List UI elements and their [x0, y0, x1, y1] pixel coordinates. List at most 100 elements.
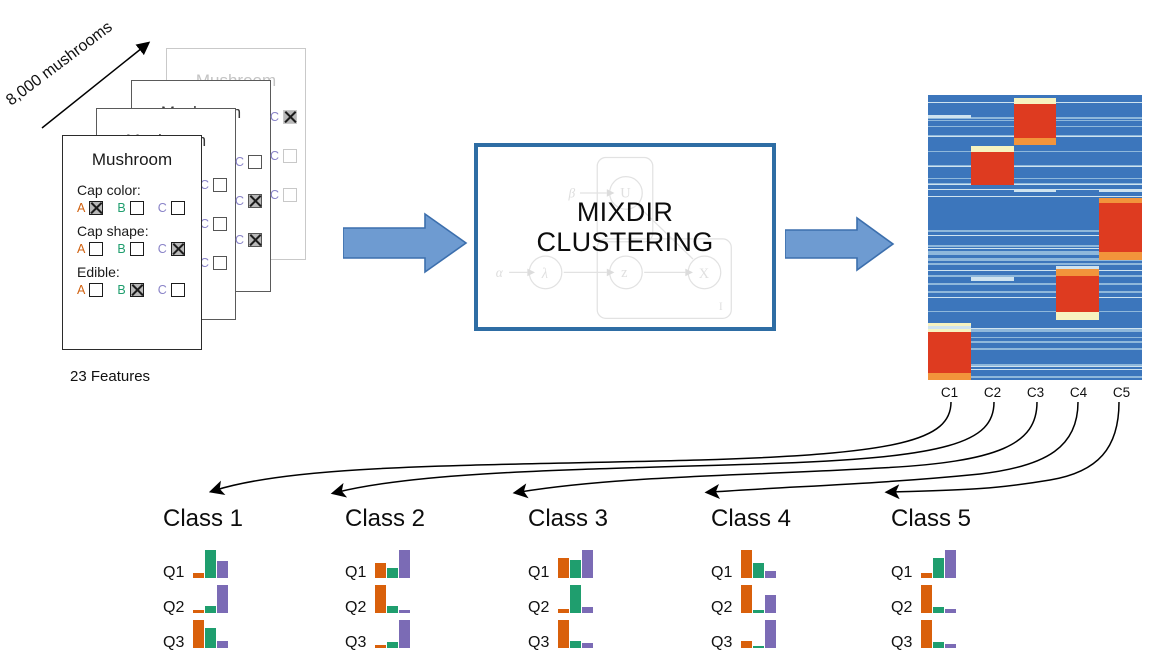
heatmap-cell — [928, 366, 1142, 367]
heatmap-cell — [928, 330, 1142, 332]
question-row: Q3 — [711, 618, 777, 651]
bar-1 — [753, 563, 765, 578]
svg-text:β: β — [568, 186, 576, 201]
question-row: Q1 — [711, 548, 777, 581]
question-bar-chart[interactable] — [193, 583, 229, 613]
heatmap-grid[interactable] — [928, 95, 1142, 380]
heatmap-cell — [928, 329, 1142, 330]
feature-options-1[interactable]: A B C — [77, 242, 201, 256]
heatmap-cell — [1056, 311, 1100, 321]
peek-letter: C — [200, 256, 210, 270]
peek-checkbox-col-2: C C C — [235, 155, 263, 272]
heatmap-cell — [1056, 275, 1100, 312]
question-bar-chart[interactable] — [193, 548, 229, 578]
peek-checkbox-icon — [283, 110, 298, 124]
heatmap-cell — [928, 253, 1142, 255]
question-bar-chart[interactable] — [193, 618, 229, 648]
bar-0 — [375, 645, 387, 648]
svg-text:U: U — [620, 186, 631, 202]
bar-2 — [765, 571, 777, 578]
bar-2 — [217, 585, 229, 613]
heatmap-cell — [928, 270, 1142, 271]
question-label: Q1 — [891, 564, 913, 581]
svg-text:α: α — [496, 265, 504, 280]
heatmap-cell — [928, 283, 1142, 285]
bar-0 — [921, 620, 933, 648]
question-row: Q2 — [163, 583, 229, 616]
question-row: Q1 — [345, 548, 411, 581]
peek-letter: C — [235, 233, 245, 247]
heatmap-cell — [928, 365, 1142, 366]
feature-options-2[interactable]: A B C — [77, 283, 201, 297]
option-letter: B — [117, 242, 126, 256]
heatmap-cell — [970, 277, 1014, 281]
heatmap-tick-c4: C4 — [1069, 385, 1088, 400]
checkbox-icon[interactable] — [170, 201, 185, 215]
option-letter: B — [117, 283, 126, 297]
question-bar-chart[interactable] — [558, 548, 594, 578]
question-bar-chart[interactable] — [375, 548, 411, 578]
checkbox-icon[interactable] — [129, 201, 144, 215]
mixdir-model-box[interactable]: β α U z X λ I MIXDIR CLUSTERING — [474, 143, 776, 331]
class-title: Class 4 — [711, 505, 792, 532]
features-caption: 23 Features — [70, 368, 151, 385]
question-bar-chart[interactable] — [375, 583, 411, 613]
checkbox-icon[interactable] — [89, 283, 104, 297]
question-bar-chart[interactable] — [375, 618, 411, 648]
feature-options-0[interactable]: A B C — [77, 201, 201, 215]
question-bar-chart[interactable] — [741, 618, 777, 648]
peek-letter: C — [200, 217, 210, 231]
feature-label-1: Cap shape: — [77, 223, 149, 239]
bar-2 — [217, 561, 229, 578]
peek-letter: C — [270, 110, 280, 124]
question-label: Q1 — [163, 564, 185, 581]
bar-2 — [945, 550, 957, 578]
checkbox-icon[interactable] — [170, 283, 185, 297]
heatmap-cell — [1099, 197, 1142, 204]
peek-checkbox-icon — [283, 188, 298, 202]
question-bar-chart[interactable] — [921, 618, 957, 648]
bar-0 — [921, 573, 933, 578]
heatmap-cell — [928, 196, 1142, 197]
bar-0 — [741, 641, 753, 648]
class-title: Class 3 — [528, 505, 609, 532]
mushroom-card-front[interactable]: Mushroom Cap color: A B C Cap shape: A B… — [62, 135, 202, 350]
checkbox-checked-icon[interactable] — [129, 283, 144, 297]
svg-text:I: I — [719, 301, 723, 313]
heatmap-tick-c1: C1 — [940, 385, 959, 400]
question-bar-chart[interactable] — [741, 583, 777, 613]
checkbox-icon[interactable] — [89, 242, 104, 256]
bar-2 — [582, 607, 594, 613]
heatmap-cell — [928, 114, 971, 119]
bar-1 — [205, 628, 217, 648]
checkbox-checked-icon[interactable] — [89, 201, 104, 215]
question-bar-chart[interactable] — [558, 618, 594, 648]
question-bar-chart[interactable] — [921, 548, 957, 578]
heatmap-cell — [928, 297, 1142, 298]
question-label: Q3 — [345, 634, 367, 651]
question-label: Q2 — [711, 599, 733, 616]
question-label: Q1 — [711, 564, 733, 581]
question-bar-chart[interactable] — [921, 583, 957, 613]
cluster-to-class-arrows — [208, 401, 1120, 500]
bar-1 — [753, 610, 765, 613]
heatmap-cell — [928, 348, 1142, 350]
checkbox-checked-icon[interactable] — [170, 242, 185, 256]
bar-2 — [765, 595, 777, 613]
question-bar-chart[interactable] — [558, 583, 594, 613]
heatmap-cell — [928, 291, 1142, 293]
mixdir-title: MIXDIR CLUSTERING — [478, 197, 772, 257]
feature-label-0: Cap color: — [77, 182, 141, 198]
heatmap-cell — [1056, 268, 1100, 276]
bar-1 — [205, 550, 217, 578]
checkbox-icon[interactable] — [129, 242, 144, 256]
heatmap-cell — [928, 230, 1142, 232]
question-row: Q2 — [345, 583, 411, 616]
heatmap-cell — [928, 341, 1142, 343]
question-bar-chart[interactable] — [741, 548, 777, 578]
bar-0 — [193, 620, 205, 648]
option-letter: C — [157, 201, 167, 215]
bar-2 — [399, 620, 411, 648]
heatmap-cell — [928, 259, 1142, 261]
peek-checkbox-icon — [248, 155, 263, 169]
